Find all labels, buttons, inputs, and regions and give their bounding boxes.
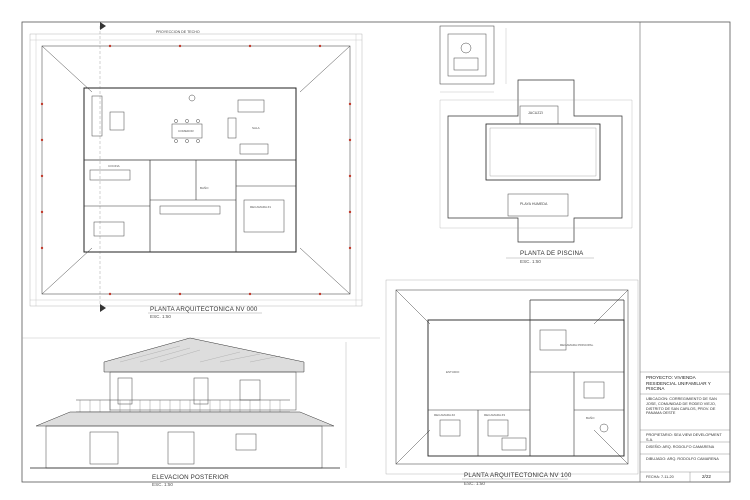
room-label-sala: SALA <box>252 126 260 130</box>
title-block-designer: DISEÑO: ARQ. RODOLFO CAMARENA <box>646 445 715 449</box>
room-label-comedor: COMEDOR <box>178 129 194 133</box>
plan-nv100-drawing <box>385 279 639 475</box>
sheet-border <box>21 21 731 483</box>
column-markers <box>40 44 352 296</box>
plan-nv000-scale: ESC. 1:50 <box>150 314 171 319</box>
room-label-recamara-1: RECAMARA #1 <box>250 205 272 209</box>
title-block-owner: PROPIETARIO: SEA VIEW DEVELOPMENT S.A. <box>646 433 722 442</box>
pool-plan-drawing <box>439 25 633 259</box>
room-label-recamara-3: RECAMARA #3 <box>484 413 506 417</box>
room-label-estudio: ESTUDIO <box>446 370 460 374</box>
room-label-bano-nv100: BAÑO <box>586 416 595 420</box>
plan-nv000-title: PLANTA ARQUITECTONICA NV 000 <box>150 306 258 313</box>
title-block-drafter: DIBUJADO: ARQ. RODOLFO CAMARENA <box>646 457 719 461</box>
title-block-project: PROYECTO: VIVIENDA RESIDENCIAL UNIFAMILI… <box>646 375 711 392</box>
plan-nv100-title: PLANTA ARQUITECTONICA NV 100 <box>464 472 572 479</box>
pool-plan-title: PLANTA DE PISCINA <box>520 250 584 257</box>
elevation-title: ELEVACION POSTERIOR <box>152 474 229 481</box>
room-label-recamara-principal: RECAMARA PRINCIPAL <box>560 343 594 347</box>
title-block-lines <box>640 371 730 482</box>
title-block-sheet-number: 2/22 <box>702 474 711 479</box>
room-label-bano: BAÑO <box>200 186 209 190</box>
pool-plan-scale: ESC. 1:50 <box>520 259 541 264</box>
pool-label-playa-humeda: PLAYA HUMEDA <box>520 202 548 206</box>
plan-nv100-scale: ESC. 1:50 <box>464 481 485 486</box>
elevation-scale: ESC. 1:50 <box>152 482 173 487</box>
plan-nv000-drawing <box>29 22 363 312</box>
roof-projection-label: PROYECCION DE TECHO <box>156 30 200 34</box>
room-label-cocina: COCINA <box>108 164 120 168</box>
room-label-recamara-2: RECAMARA #2 <box>434 413 456 417</box>
elevation-drawing <box>30 337 347 469</box>
pool-label-jacuzzi: JACUZZI <box>528 111 543 115</box>
title-block-date: FECHA: 7-11-20 <box>646 475 674 479</box>
title-block-location: UBICACION: CORREGIMIENTO DE SAN JOSE, CO… <box>646 397 717 416</box>
